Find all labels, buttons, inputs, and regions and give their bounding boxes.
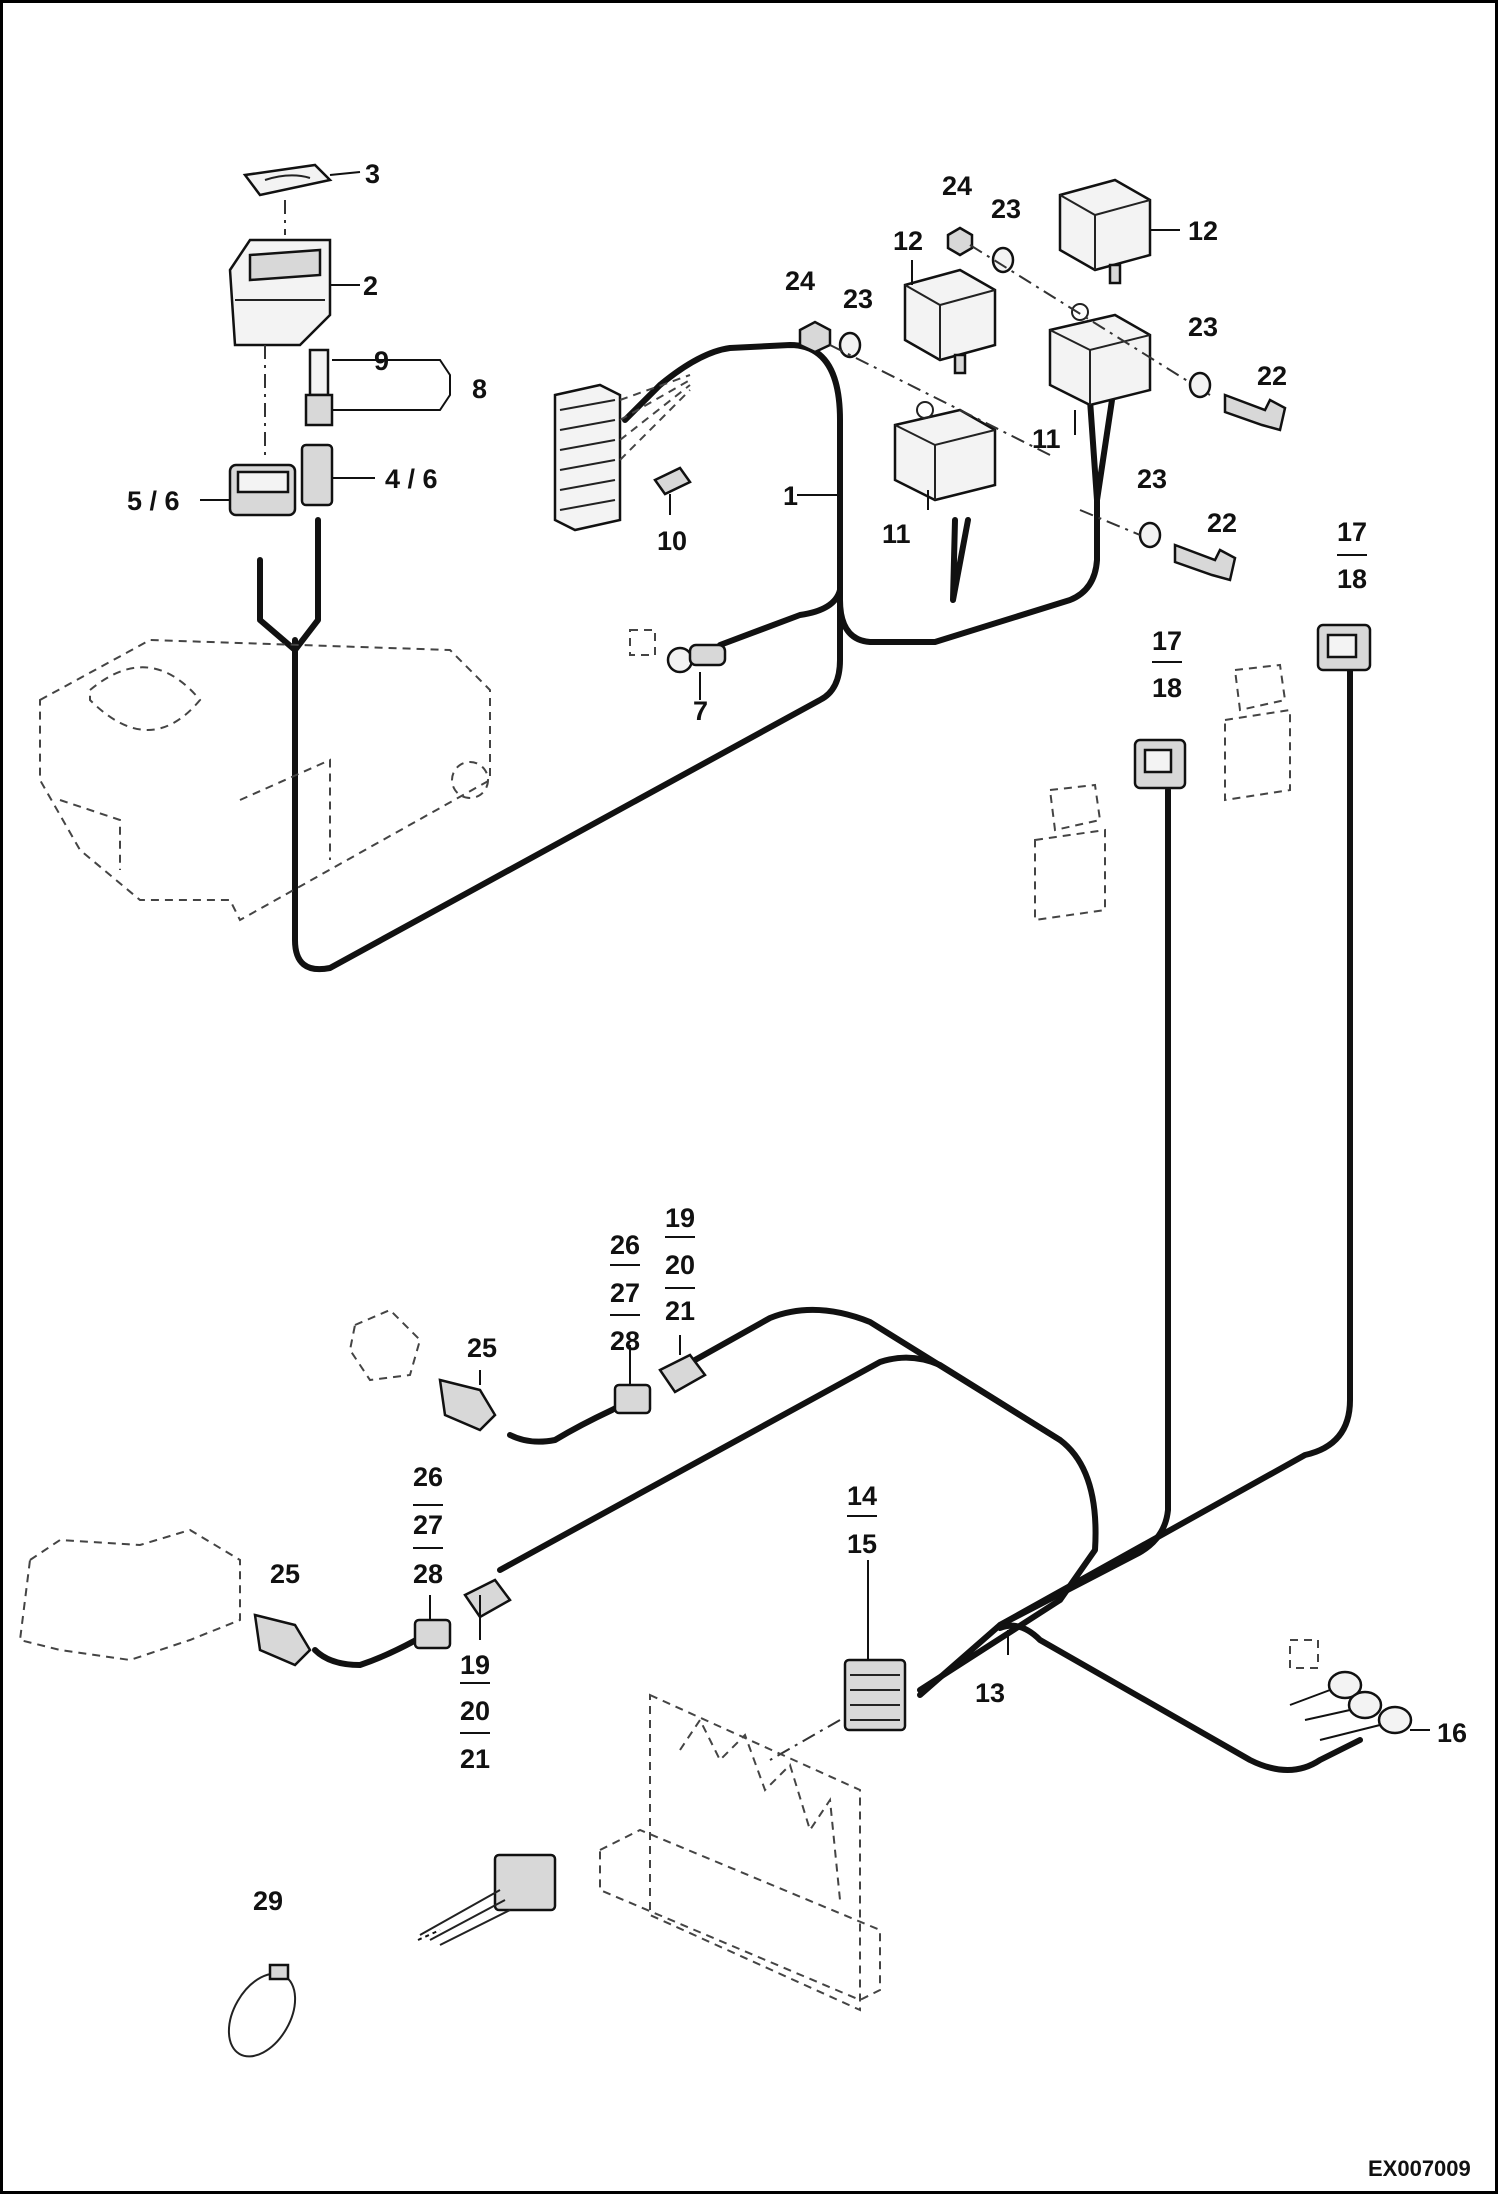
label-2: 2	[363, 271, 378, 301]
relay-socket-part-11-right	[1048, 303, 1152, 407]
main-connector-part-14-15	[843, 1560, 907, 1732]
label-12-right: 12	[1188, 216, 1218, 246]
lower-harness	[312, 657, 1363, 1773]
label-12-left: 12	[893, 226, 923, 256]
label-8: 8	[472, 374, 487, 404]
label-9: 9	[374, 346, 389, 376]
cover-part-3	[242, 163, 361, 197]
label-20-upper: 20	[665, 1250, 695, 1280]
connector-part-19-21-lower	[463, 1578, 512, 1619]
label-17-upper: 17	[1337, 517, 1367, 547]
relay-part-12-right	[1058, 178, 1152, 285]
rocker-switch-part-2	[228, 238, 360, 347]
valve-connector-part-17-18-upper	[1224, 623, 1372, 802]
label-24-left: 24	[785, 266, 815, 296]
connector-part-19-21-upper	[658, 1353, 707, 1394]
connector-part-26-28-upper	[613, 1383, 652, 1415]
label-18-upper: 18	[1337, 564, 1367, 594]
label-27-lower: 27	[413, 1510, 443, 1540]
drawing-code: EX007009	[1368, 2156, 1471, 2181]
ring-terminal-part-7	[629, 629, 727, 690]
label-25-lower: 25	[270, 1559, 300, 1589]
relay-socket-part-11-left	[893, 401, 997, 502]
axis-line	[769, 1719, 841, 1761]
label-19-upper: 19	[665, 1203, 695, 1233]
leader-lines	[429, 229, 1430, 1731]
upper-harness	[257, 342, 1115, 973]
label-5-6: 5 / 6	[127, 486, 180, 516]
callout-labels: 3 2 9 8 5 / 6 4 / 6 1 10 7 11 11 12 12 2…	[127, 159, 1471, 2181]
label-11-left: 11	[882, 519, 911, 549]
label-29: 29	[253, 1886, 283, 1916]
ring-terminals-part-16	[1289, 1639, 1413, 1741]
sensor-part-25-upper	[348, 1308, 497, 1432]
bulb-part-9-8	[304, 348, 451, 427]
label-13: 13	[975, 1678, 1005, 1708]
label-3: 3	[365, 159, 380, 189]
label-19-lower: 19	[460, 1650, 490, 1680]
connector-part-26-28-lower	[413, 1618, 452, 1650]
label-18-lower: 18	[1152, 673, 1182, 703]
label-21-upper: 21	[665, 1296, 695, 1326]
bolt-parts-22-23	[1079, 371, 1287, 582]
label-11-right: 11	[1032, 424, 1061, 454]
cable-tie-part-29	[227, 1963, 297, 2058]
connector-part-4-6	[300, 443, 375, 507]
nut-washer-parts-upper	[798, 226, 1211, 456]
label-27-upper: 27	[610, 1278, 640, 1308]
label-21-lower: 21	[460, 1744, 490, 1774]
label-26-lower: 26	[413, 1462, 443, 1492]
connector-plug-lower	[417, 1853, 557, 1946]
control-console-outline	[39, 638, 491, 922]
label-23-lower: 23	[1137, 464, 1167, 494]
label-26-upper: 26	[610, 1230, 640, 1260]
label-28-lower: 28	[413, 1559, 443, 1589]
fuse-panel-outline	[599, 1693, 881, 2012]
label-7: 7	[693, 696, 708, 726]
label-1: 1	[783, 481, 798, 511]
multipin-connector-part-1	[553, 374, 691, 532]
connector-part-5-6	[200, 463, 297, 517]
label-17-lower: 17	[1152, 626, 1182, 656]
label-16: 16	[1437, 1718, 1467, 1748]
label-23-right: 23	[1188, 312, 1218, 342]
terminal-part-10	[653, 466, 692, 515]
label-24-right: 24	[942, 171, 972, 201]
label-25-upper: 25	[467, 1333, 497, 1363]
relay-part-12-left	[903, 268, 997, 375]
label-23-left: 23	[843, 284, 873, 314]
label-28-upper: 28	[610, 1326, 640, 1356]
label-20-lower: 20	[460, 1696, 490, 1726]
label-15: 15	[847, 1529, 877, 1559]
label-22-lower: 22	[1207, 508, 1237, 538]
label-23-upper: 23	[991, 194, 1021, 224]
valve-connector-part-17-18-lower	[1034, 738, 1187, 922]
label-4-6: 4 / 6	[385, 464, 438, 494]
label-10: 10	[657, 526, 687, 556]
sensor-part-25-lower	[18, 1528, 312, 1667]
label-22-upper: 22	[1257, 361, 1287, 391]
callout-bars	[413, 554, 1367, 1734]
label-14: 14	[847, 1481, 877, 1511]
